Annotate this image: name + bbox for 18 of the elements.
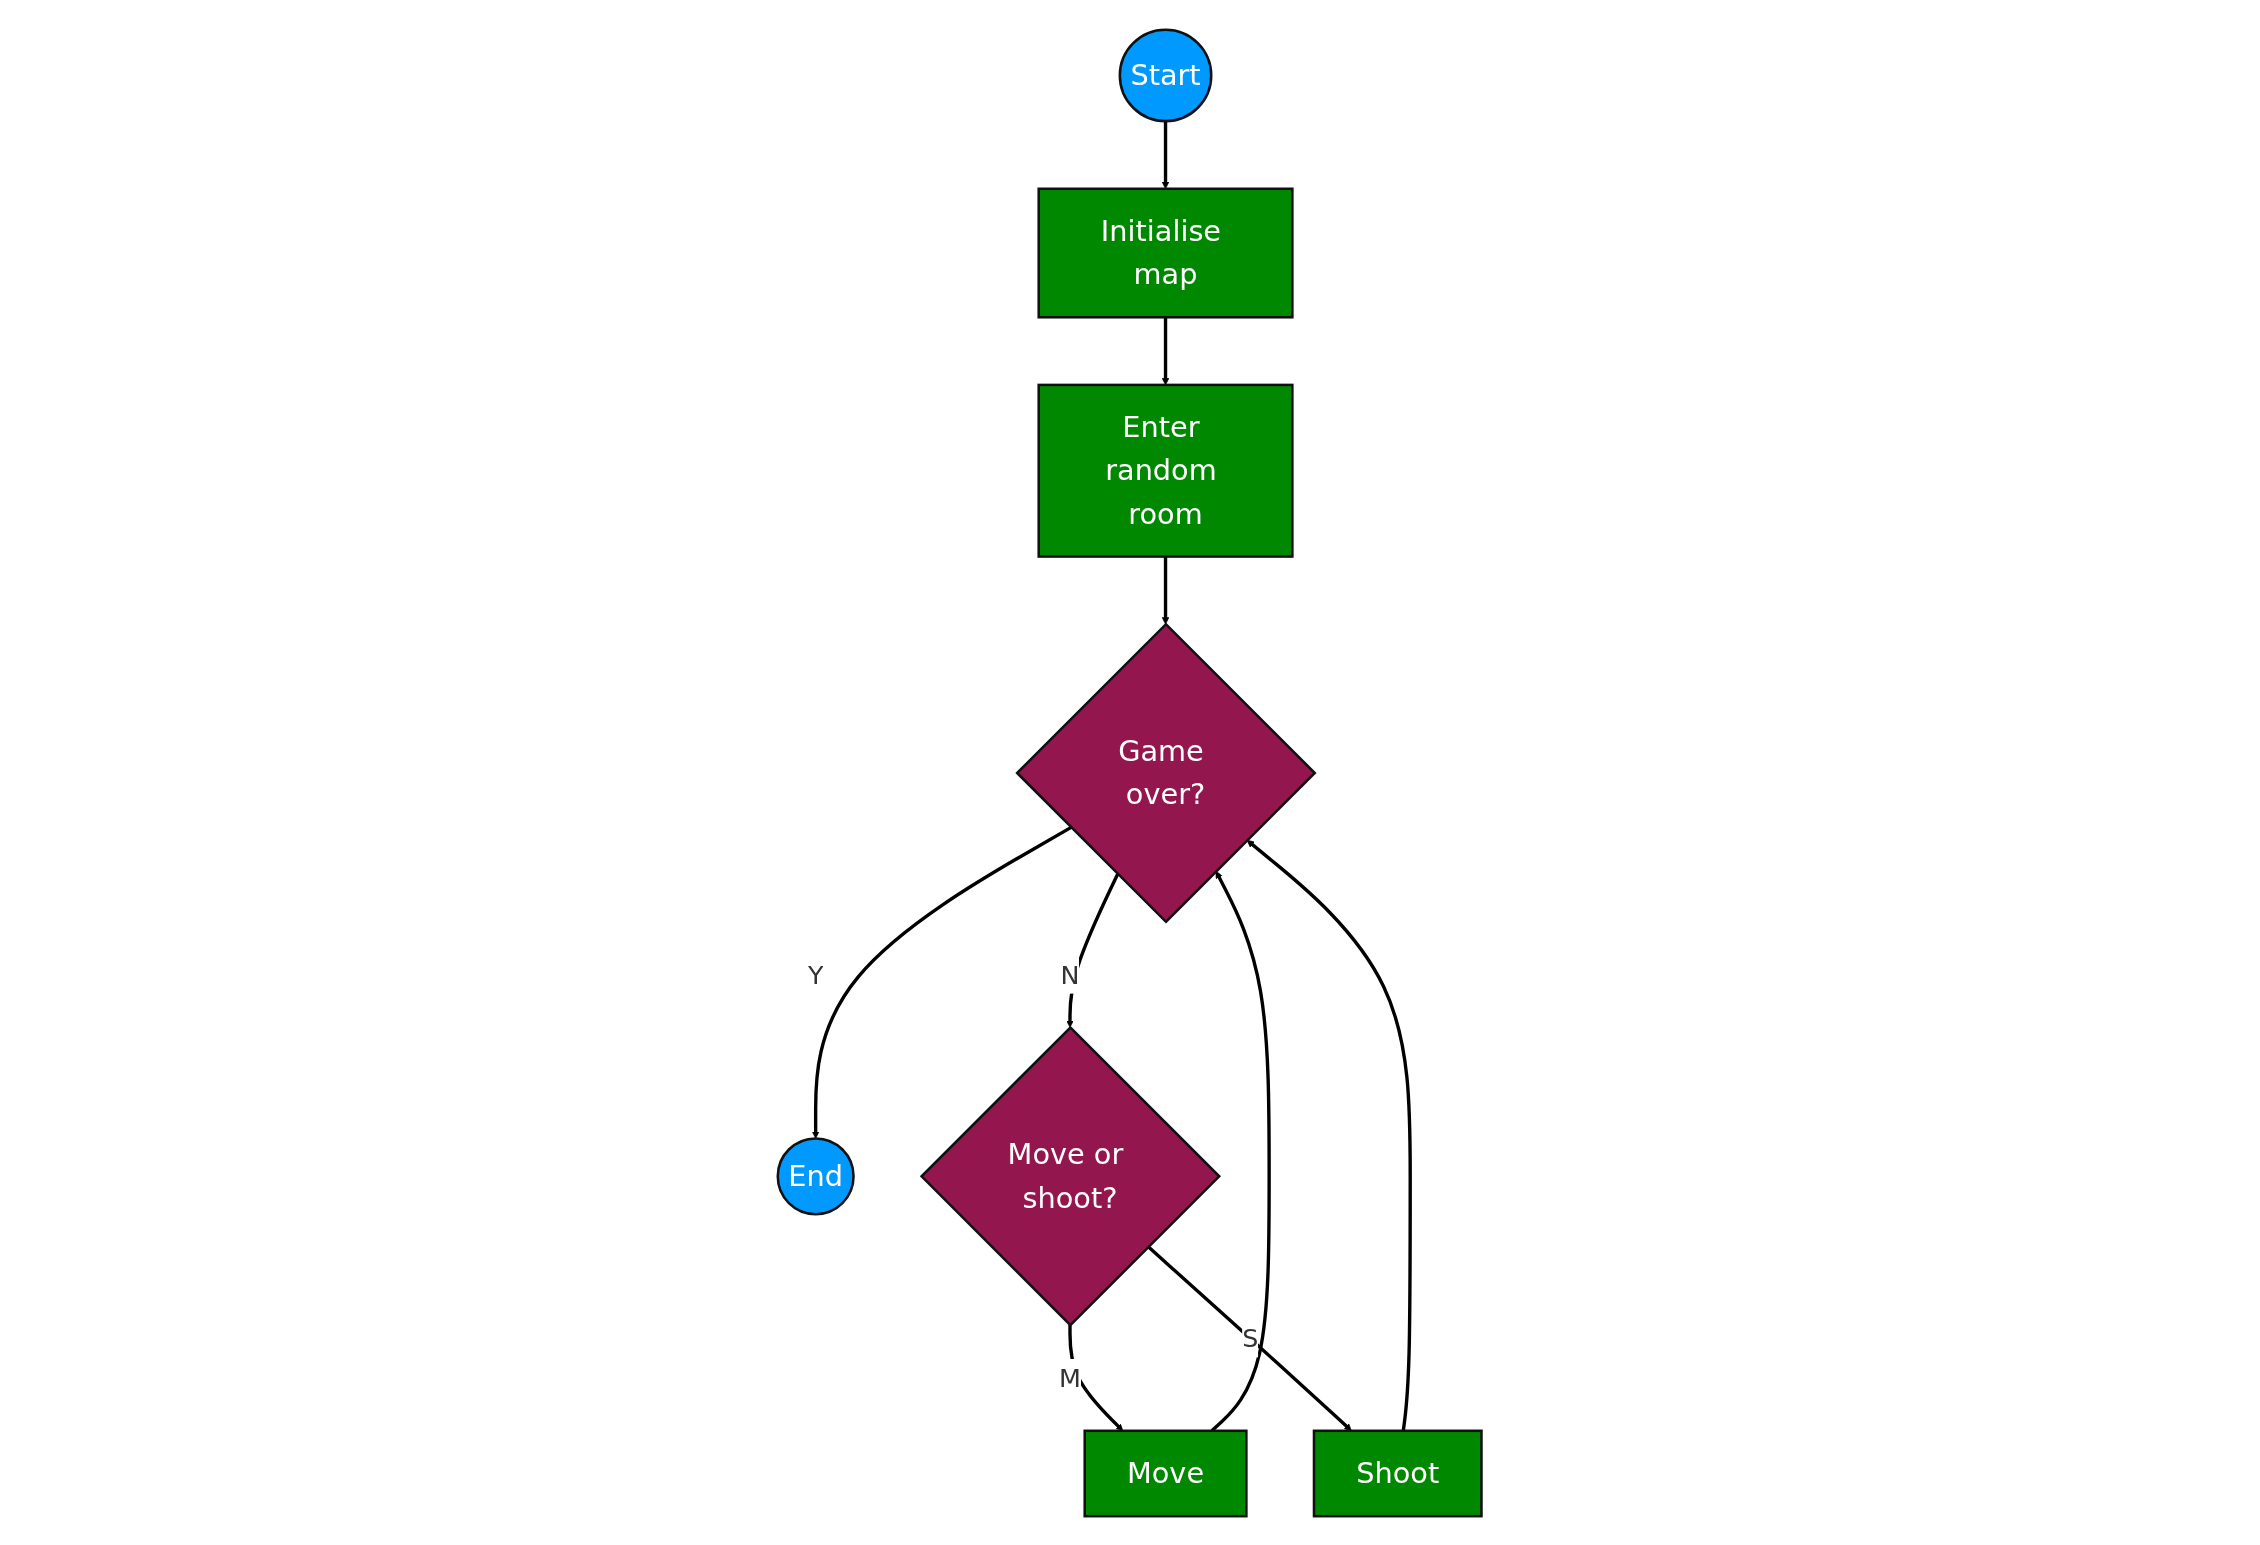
node-diamond: Game over?: [1015, 621, 1317, 924]
arrow: [1162, 316, 1170, 385]
node-circle: End: [776, 1136, 856, 1215]
edge-label: Y: [808, 959, 824, 989]
arrow: [1147, 1245, 1353, 1431]
node-box: Shoot: [1313, 1429, 1484, 1517]
arrow: [812, 825, 1073, 1139]
arrow: [1247, 839, 1413, 1431]
node-circle: Start: [1118, 28, 1213, 122]
node-box: Initialise map: [1037, 187, 1294, 319]
arrow: [1162, 120, 1170, 189]
edge-label: N: [1060, 959, 1080, 989]
node-box: Enter random room: [1037, 383, 1294, 558]
edge-label: M: [1059, 1362, 1082, 1393]
arrow: [1162, 556, 1170, 625]
node-box: Move: [1083, 1429, 1248, 1517]
node-diamond: Move or shoot?: [920, 1025, 1222, 1327]
edge-label: S: [1242, 1323, 1259, 1353]
